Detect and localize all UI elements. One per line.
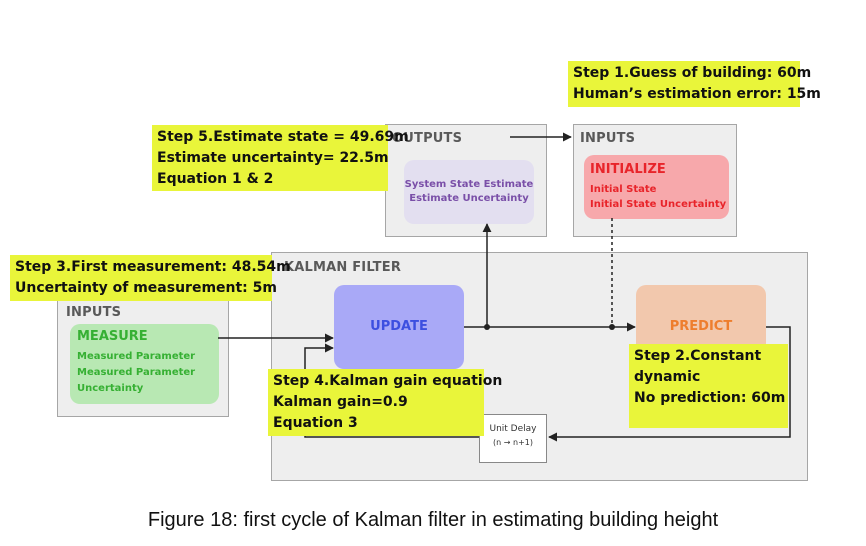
predict-label: PREDICT: [669, 319, 733, 334]
measure-line-2: Measured Parameter: [77, 367, 196, 378]
outputs-line-uncertainty: Estimate Uncertainty: [409, 193, 529, 204]
callout-step4: Step 4.Kalman gain equation Kalman gain=…: [268, 369, 503, 436]
step1-line2: Human’s estimation error: 15m: [573, 86, 821, 102]
outputs-line-state: System State Estimate: [404, 179, 534, 190]
step4-line1: Step 4.Kalman gain equation: [273, 373, 503, 389]
figure-caption: Figure 18: first cycle of Kalman filter …: [147, 509, 719, 531]
callout-step2: Step 2.Constant dynamic No prediction: 6…: [629, 344, 788, 428]
junction-initialize: [609, 324, 615, 330]
initialize-line-state: Initial State: [590, 184, 657, 195]
measure-title: MEASURE: [77, 329, 148, 344]
step4-line2: Kalman gain=0.9: [273, 394, 408, 410]
inputs-measure-panel: INPUTS MEASURE Measured Parameter Measur…: [57, 299, 229, 417]
initialize-line-uncertainty: Initial State Uncertainty: [590, 199, 727, 210]
step5-line3: Equation 1 & 2: [157, 171, 274, 187]
step3-line2: Uncertainty of measurement: 5m: [15, 280, 277, 296]
step3-line1: Step 3.First measurement: 48.54m: [15, 259, 291, 275]
callout-step1: Step 1.Guess of building: 60m Human’s es…: [568, 61, 821, 107]
callout-step3: Step 3.First measurement: 48.54m Uncerta…: [10, 255, 291, 301]
update-block: UPDATE: [334, 285, 464, 369]
measure-block: MEASURE Measured Parameter Measured Para…: [70, 324, 219, 404]
step1-line1: Step 1.Guess of building: 60m: [573, 65, 812, 81]
step2-line2: dynamic: [634, 369, 701, 385]
step5-line2: Estimate uncertainty= 22.5m: [157, 150, 389, 166]
inputs-measure-title: INPUTS: [66, 305, 122, 320]
wire-predict-feedback: [548, 326, 791, 442]
initialize-block: INITIALIZE Initial State Initial State U…: [584, 155, 729, 219]
step5-line1: Step 5.Estimate state = 49.69m: [157, 129, 409, 145]
measure-line-3: Uncertainty: [77, 383, 144, 394]
step2-line1: Step 2.Constant: [634, 348, 762, 364]
inputs-initialize-title: INPUTS: [580, 131, 636, 146]
unit-delay-line2: (n → n+1): [493, 438, 533, 447]
outputs-title: OUTPUTS: [392, 131, 463, 146]
measure-line-1: Measured Parameter: [77, 351, 196, 362]
inputs-initialize-panel: INPUTS INITIALIZE Initial State Initial …: [573, 124, 737, 237]
unit-delay-line1: Unit Delay: [489, 424, 537, 434]
callout-step5: Step 5.Estimate state = 49.69m Estimate …: [152, 125, 409, 191]
step2-line3: No prediction: 60m: [634, 390, 786, 406]
unit-delay-box: Unit Delay (n → n+1): [479, 414, 547, 463]
update-label: UPDATE: [370, 319, 428, 334]
outputs-block: System State Estimate Estimate Uncertain…: [404, 160, 534, 224]
outputs-panel: OUTPUTS System State Estimate Estimate U…: [385, 124, 547, 237]
step4-line3: Equation 3: [273, 415, 358, 431]
kalman-filter-title: KALMAN FILTER: [284, 260, 402, 275]
initialize-title: INITIALIZE: [590, 162, 666, 177]
